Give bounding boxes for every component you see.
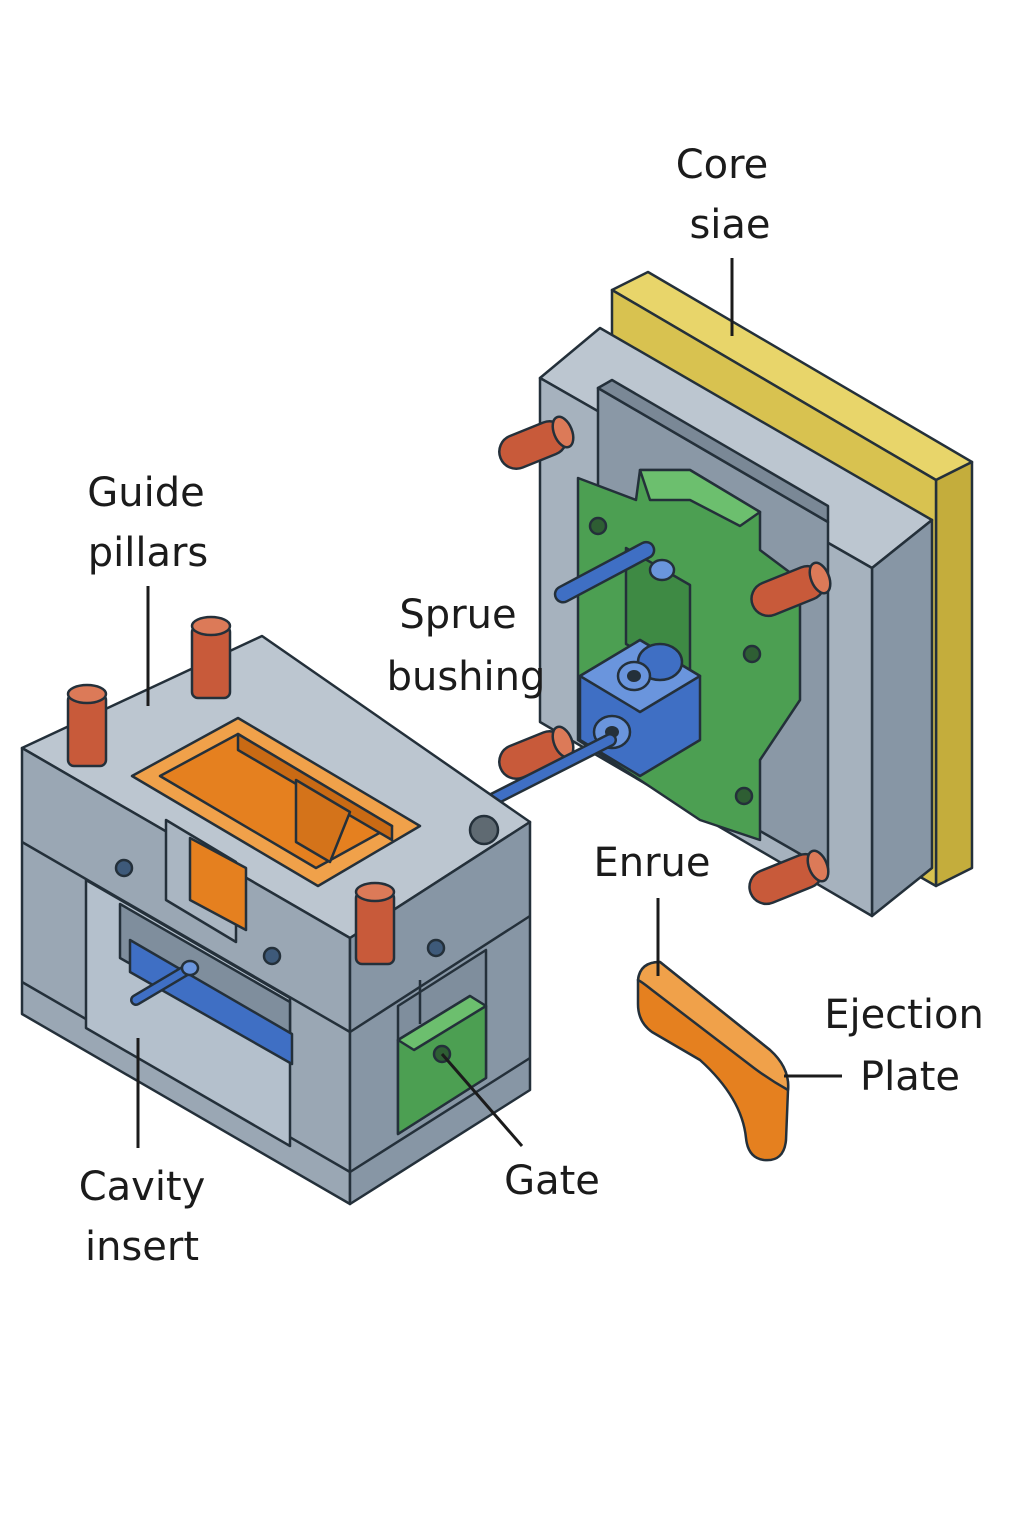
core-guide-pillar-1 xyxy=(498,415,575,470)
core-guide-pillar-4 xyxy=(748,849,830,906)
cavity-guide-pillar-1 xyxy=(66,683,108,768)
cavity-orange-pocket-wall xyxy=(236,732,394,842)
blue-pin-middle xyxy=(616,642,684,692)
core-pocket-wall xyxy=(596,378,830,524)
cavity-blue-pin xyxy=(130,959,200,1006)
core-green-insert-top xyxy=(638,468,762,528)
label-core-side-line2: siae xyxy=(689,202,770,248)
cavity-side-assembly xyxy=(20,615,532,1206)
cavity-hole-side xyxy=(426,938,446,958)
label-ejection-plate-line1: Ejection xyxy=(824,992,984,1038)
core-hole-2 xyxy=(742,644,762,664)
labels: Core siae Guide pillars Sprue bushing En… xyxy=(79,142,984,1270)
label-core-side-line1: Core xyxy=(676,142,769,188)
core-hole-3 xyxy=(734,786,754,806)
label-enrue: Enrue xyxy=(593,840,710,886)
core-guide-pillar-2 xyxy=(750,561,832,618)
core-hole-1 xyxy=(588,516,608,536)
label-guide-pillars-line2: pillars xyxy=(88,530,209,576)
blue-pin-middle-bore xyxy=(627,670,641,682)
cavity-hole-front-1 xyxy=(114,858,134,878)
label-guide-pillars-line1: Guide xyxy=(87,470,204,516)
label-ejection-plate-line2: Plate xyxy=(860,1054,960,1100)
cavity-guide-pillar-3 xyxy=(354,881,396,966)
label-cavity-insert-line1: Cavity xyxy=(79,1164,206,1210)
label-gate: Gate xyxy=(504,1158,600,1204)
cavity-hole-front-2 xyxy=(262,946,282,966)
cavity-blue-ejector xyxy=(128,938,294,1066)
label-sprue-bushing-line1: Sprue xyxy=(399,592,516,638)
label-cavity-insert-line2: insert xyxy=(85,1224,199,1270)
cavity-orange-pocket-fold xyxy=(294,778,352,864)
core-side-assembly xyxy=(498,270,974,918)
gate-green-top xyxy=(396,994,488,1052)
ejection-plate-part xyxy=(636,960,790,1162)
blue-pin-upper xyxy=(553,540,676,604)
leader-gate xyxy=(440,1053,524,1147)
core-back-plate-side xyxy=(934,460,974,888)
sprue-entry-hole xyxy=(468,814,500,846)
sprue-rod xyxy=(473,733,617,813)
cavity-guide-pillar-2 xyxy=(190,615,232,700)
leader-lines xyxy=(136,258,842,1148)
cavity-orange-insert xyxy=(188,836,248,932)
core-plate-side xyxy=(870,518,934,918)
label-sprue-bushing-line2: bushing xyxy=(387,654,546,700)
